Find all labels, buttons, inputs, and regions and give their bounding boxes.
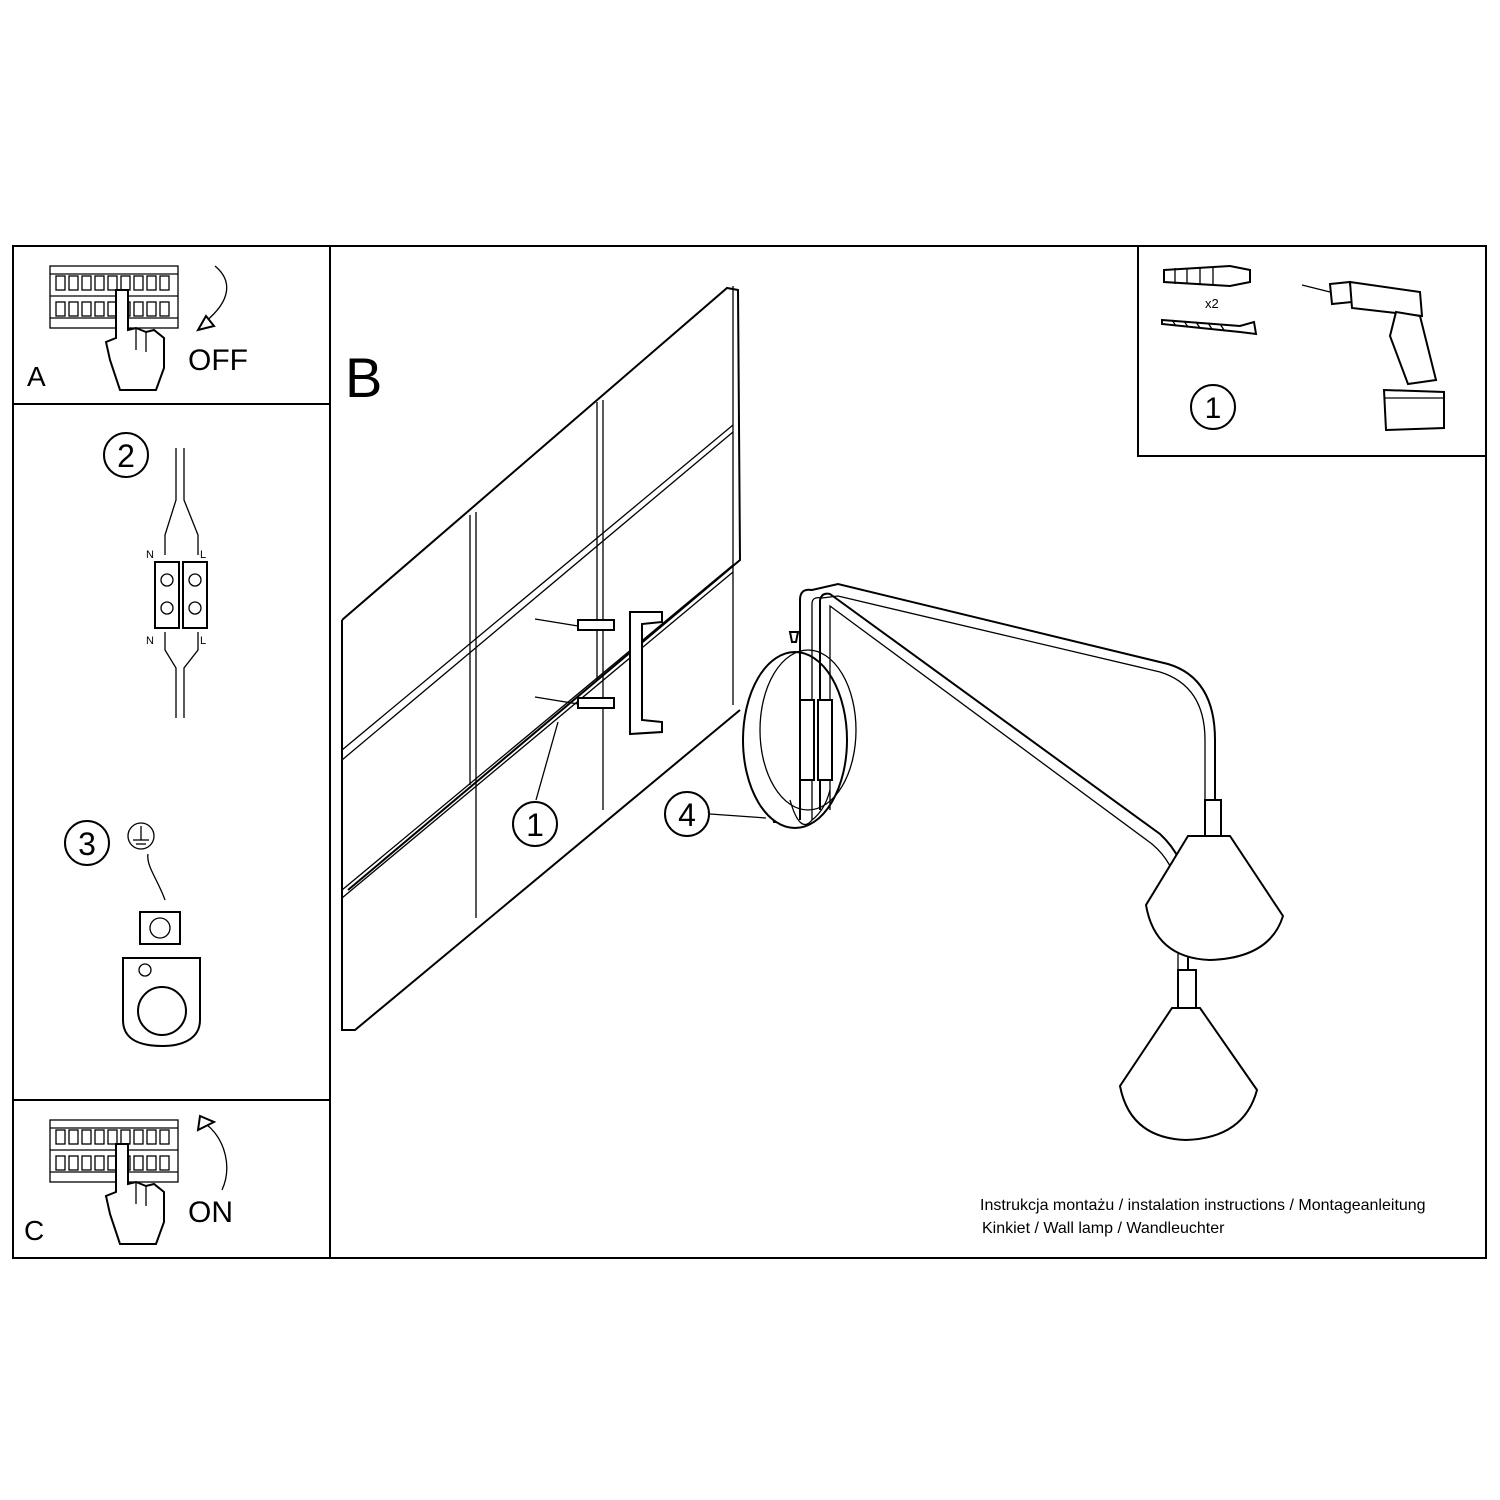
wall-plug-icon bbox=[534, 618, 615, 709]
earth-terminal-icon bbox=[122, 911, 201, 1048]
breaker-panel-icon bbox=[49, 1119, 179, 1183]
caption-line-1: Instrukcja montażu / instalation instruc… bbox=[980, 1197, 1426, 1214]
panel-a: OFF A bbox=[12, 245, 331, 405]
rotate-arrow-icon bbox=[204, 265, 228, 323]
breaker-panel-icon bbox=[49, 265, 179, 329]
svg-text:L: L bbox=[200, 635, 206, 647]
earth-step-number: 3 bbox=[78, 826, 96, 862]
hand-icon bbox=[105, 289, 165, 391]
panel-b-letter: B bbox=[345, 346, 382, 409]
terminal-block-icon bbox=[154, 561, 208, 629]
anchor-step-number: 1 bbox=[526, 807, 544, 843]
earth-step: 3 bbox=[64, 820, 201, 1048]
tools-step-number: 1 bbox=[1205, 392, 1222, 425]
mounting-bracket-icon bbox=[629, 611, 663, 736]
off-label: OFF bbox=[188, 344, 248, 377]
hand-icon bbox=[105, 1143, 165, 1245]
svg-text:N: N bbox=[146, 549, 154, 561]
svg-text:N: N bbox=[146, 635, 154, 647]
svg-text:L: L bbox=[200, 549, 206, 561]
wiring-step-number: 2 bbox=[117, 438, 135, 474]
wall-lamp-icon bbox=[742, 582, 1285, 1142]
sheet-frame bbox=[12, 245, 1487, 1259]
wall-plug-icon bbox=[1163, 264, 1251, 288]
on-label: ON bbox=[188, 1196, 233, 1229]
tools-panel: x2 1 bbox=[1137, 245, 1487, 457]
quantity-label: x2 bbox=[1205, 296, 1219, 311]
wiring-step: 2 N L N L bbox=[103, 432, 208, 718]
screw-step-number: 4 bbox=[678, 797, 696, 833]
screw-icon bbox=[1161, 318, 1258, 336]
earth-symbol-icon bbox=[127, 822, 155, 850]
rotate-arrow-icon bbox=[205, 1123, 228, 1191]
panel-c-letter: C bbox=[24, 1215, 44, 1246]
panel-c: ON C bbox=[12, 1099, 331, 1259]
panel-a-letter: A bbox=[27, 361, 46, 392]
drill-icon bbox=[1301, 280, 1445, 432]
wall-tiles bbox=[341, 286, 742, 1031]
caption-line-2: Kinkiet / Wall lamp / Wandleuchter bbox=[982, 1220, 1225, 1237]
